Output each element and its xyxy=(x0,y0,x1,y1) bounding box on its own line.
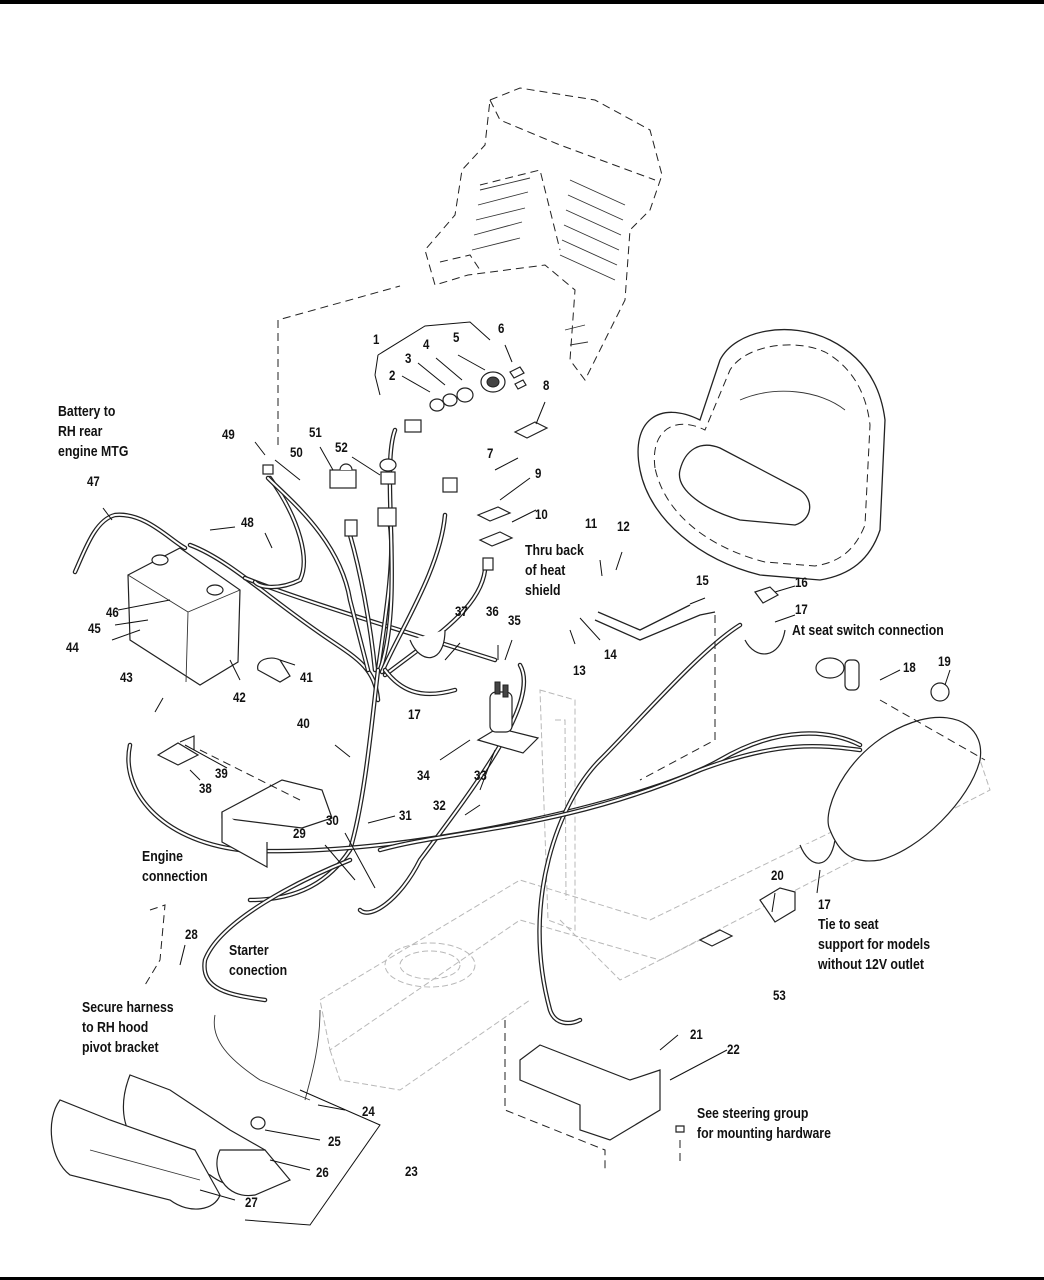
callout-37: 37 xyxy=(455,603,468,619)
callout-29: 29 xyxy=(293,825,306,841)
ignition-switch-assembly xyxy=(404,366,527,433)
battery-bracket xyxy=(156,735,333,869)
note-heat-shield: Thru back of heat shield xyxy=(525,542,584,599)
callout-50: 50 xyxy=(290,444,303,460)
callout-6: 6 xyxy=(498,320,505,336)
12v-outlet xyxy=(815,657,986,862)
note-steering-group: See steering group for mounting hardware xyxy=(697,1105,831,1142)
note-starter-connection: Starter conection xyxy=(229,942,288,979)
bottom-border-rule xyxy=(0,1277,1044,1280)
callout-1: 1 xyxy=(373,331,380,347)
callout-44: 44 xyxy=(66,639,79,655)
note-battery-mounting: Battery to RH rear engine MTG xyxy=(58,403,129,460)
mounting-bracket xyxy=(504,1020,685,1170)
callout-17-harness: 17 xyxy=(408,706,421,722)
leader-lines xyxy=(102,285,951,1226)
callout-8: 8 xyxy=(543,377,550,393)
callout-11: 11 xyxy=(585,515,598,531)
callout-32: 32 xyxy=(433,797,446,813)
callout-31: 31 xyxy=(399,807,412,823)
callout-19: 19 xyxy=(938,653,951,669)
seat-switch xyxy=(409,586,836,947)
hood-pivot-bracket xyxy=(144,904,166,986)
callout-16: 16 xyxy=(795,574,808,590)
tractor-frame xyxy=(319,689,991,1091)
headlight-lens xyxy=(50,1099,221,1210)
callout-40: 40 xyxy=(297,715,310,731)
callout-48: 48 xyxy=(241,514,254,530)
callout-25: 25 xyxy=(328,1133,341,1149)
note-engine-connection: Engine connection xyxy=(142,848,208,885)
callout-12: 12 xyxy=(617,518,630,534)
seat xyxy=(637,328,886,581)
callout-53: 53 xyxy=(773,987,786,1003)
callout-2: 2 xyxy=(389,367,396,383)
callout-10: 10 xyxy=(535,506,548,522)
callout-7: 7 xyxy=(487,445,494,461)
top-border-rule xyxy=(0,0,1044,4)
note-seat-switch-connection: At seat switch connection xyxy=(792,622,944,639)
callout-4: 4 xyxy=(423,336,430,352)
callout-33: 33 xyxy=(474,767,487,783)
callout-13: 13 xyxy=(573,662,586,678)
callout-34: 34 xyxy=(417,767,430,783)
callout-43: 43 xyxy=(120,669,133,685)
heat-shield-wire xyxy=(594,604,716,781)
callout-26: 26 xyxy=(316,1164,329,1180)
hood-dash-panel xyxy=(424,87,663,381)
callout-36: 36 xyxy=(486,603,499,619)
callout-27: 27 xyxy=(245,1194,258,1210)
callout-42: 42 xyxy=(233,689,246,705)
callout-17-seat-support: 17 xyxy=(818,896,831,912)
callout-9: 9 xyxy=(535,465,542,481)
callout-49: 49 xyxy=(222,426,235,442)
callout-35: 35 xyxy=(508,612,521,628)
callout-47: 47 xyxy=(87,473,100,489)
callout-17-seat-switch: 17 xyxy=(795,601,808,617)
battery xyxy=(127,547,241,686)
callout-30: 30 xyxy=(326,812,339,828)
callout-46: 46 xyxy=(106,604,119,620)
callout-38: 38 xyxy=(199,780,212,796)
callout-52: 52 xyxy=(335,439,348,455)
callout-41: 41 xyxy=(300,669,313,685)
callout-39: 39 xyxy=(215,765,228,781)
note-secure-harness: Secure harness to RH hood pivot bracket xyxy=(82,999,174,1056)
callout-5: 5 xyxy=(453,329,460,345)
callout-18: 18 xyxy=(903,659,916,675)
callout-23: 23 xyxy=(405,1163,418,1179)
headlight-assembly xyxy=(122,1009,321,1197)
callout-45: 45 xyxy=(88,620,101,636)
callout-51: 51 xyxy=(309,424,322,440)
small-components xyxy=(257,421,549,683)
callout-15: 15 xyxy=(696,572,709,588)
callout-21: 21 xyxy=(690,1026,703,1042)
callout-24: 24 xyxy=(362,1103,375,1119)
starter-solenoid xyxy=(476,681,540,754)
callout-14: 14 xyxy=(604,646,617,662)
wiring-harness xyxy=(72,427,863,1026)
note-tie-to-seat-support: Tie to seat support for models without 1… xyxy=(818,916,931,973)
callout-28: 28 xyxy=(185,926,198,942)
callout-20: 20 xyxy=(771,867,784,883)
callout-3: 3 xyxy=(405,350,412,366)
callout-22: 22 xyxy=(727,1041,740,1057)
